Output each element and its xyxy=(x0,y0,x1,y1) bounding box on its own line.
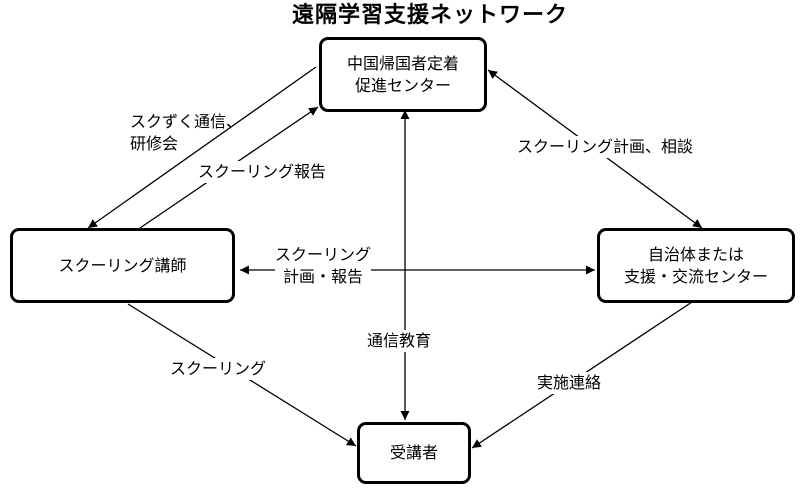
node-learner-line1: 受講者 xyxy=(389,443,438,462)
label-instructor-municipality-line2: 計画・報告 xyxy=(283,267,364,286)
node-promotion-center-line1: 中国帰国者定着 xyxy=(346,53,459,73)
label-center-to-instructor: スクずく通信、 研修会 xyxy=(130,111,242,155)
label-center-to-instructor-line1: スクずく通信、 xyxy=(130,112,243,131)
label-center-learner: 通信教育 xyxy=(367,330,432,352)
node-municipality-line2: 支援・交流センター xyxy=(623,266,768,286)
label-center-municipality: スクーリング計画、相談 xyxy=(517,136,694,158)
label-municipality-learner: 実施連絡 xyxy=(537,372,602,394)
node-schooling-instructor-line1: スクーリング講師 xyxy=(58,255,187,275)
node-promotion-center-line2: 促進センター xyxy=(354,75,451,95)
label-instructor-to-center: スクーリング報告 xyxy=(198,161,327,183)
node-municipality-line1: 自治体または xyxy=(647,244,744,264)
diagram-title: 遠隔学習支援ネットワーク xyxy=(291,3,568,28)
node-learner: 受講者 xyxy=(357,422,471,484)
label-center-to-instructor-line2: 研修会 xyxy=(130,134,179,153)
label-instructor-municipality: スクーリング 計画・報告 xyxy=(275,244,372,288)
node-schooling-instructor: スクーリング講師 xyxy=(10,228,235,303)
label-instructor-municipality-line1: スクーリング xyxy=(275,245,372,264)
node-municipality: 自治体または 支援・交流センター xyxy=(597,228,795,303)
label-instructor-learner: スクーリング xyxy=(170,358,267,380)
node-promotion-center: 中国帰国者定着 促進センター xyxy=(319,37,487,112)
edge-center-to-instructor xyxy=(87,66,317,229)
